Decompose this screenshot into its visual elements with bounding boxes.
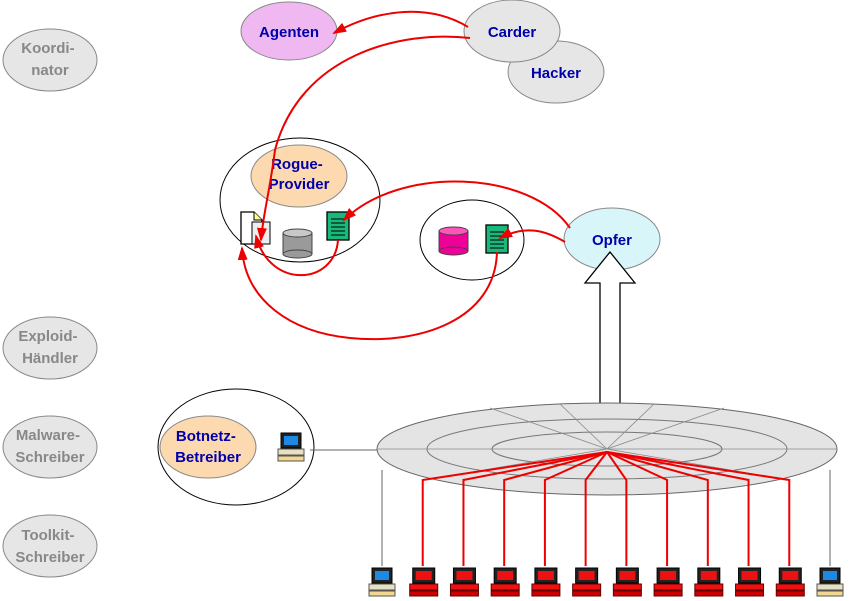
textfile-document-link [254, 234, 339, 276]
infected-link [606, 451, 750, 566]
actor-carder: Carder [463, 0, 561, 63]
svg-text:Malware- Schreiber: Malware- Schreiber [15, 427, 84, 466]
role-exploid-haendler: Exploid- Händler [2, 316, 98, 380]
infected-computer-icon [653, 567, 683, 597]
role-toolkit-line1: Toolkit- [21, 527, 74, 544]
infected-link [606, 451, 669, 566]
infected-link [584, 451, 608, 566]
role-malware-line1: Malware- [16, 427, 80, 444]
botnet-operator-group: Botnetz- Betreiber [157, 388, 315, 506]
role-koordinator-line1: Koordi- [21, 40, 74, 57]
role-koordinator-line2: nator [31, 62, 69, 79]
infected-computer-icon [490, 567, 520, 597]
infected-computer-icon [694, 567, 724, 597]
database-icon [438, 226, 469, 256]
infected-computer-icon [612, 567, 642, 597]
text-file-icon [326, 211, 350, 241]
rogue-provider-line2: Provider [269, 176, 330, 193]
carder-label: Carder [488, 24, 537, 41]
botnetz-line2: Betreiber [175, 449, 241, 466]
actor-opfer: Opfer [563, 207, 661, 271]
role-exploid-line2: Händler [22, 350, 78, 367]
infected-link [503, 451, 608, 566]
rogue-provider-line1: Rogue- [271, 156, 323, 173]
hacker-label: Hacker [531, 65, 581, 82]
role-exploid-line1: Exploid- [18, 328, 77, 345]
botnet-disc [310, 402, 838, 496]
clean-computer-icon [368, 567, 396, 597]
botnetz-line1: Botnetz- [176, 428, 236, 445]
role-malware-schreiber: Malware- Schreiber [2, 415, 98, 479]
infected-link [421, 451, 608, 566]
clean-computer-icon [816, 567, 844, 597]
infected-link [606, 451, 628, 566]
infected-link [606, 451, 709, 566]
infected-link [462, 451, 608, 566]
infected-link [543, 451, 608, 566]
text-file-icon [485, 224, 509, 254]
role-koordinator: Koordi- nator [2, 28, 98, 92]
victim-document-link [237, 246, 498, 341]
opfer-label: Opfer [592, 232, 632, 249]
actor-agenten: Agenten [240, 1, 338, 61]
operator-computer-icon [277, 432, 305, 462]
botnet-links [381, 451, 831, 566]
role-malware-line2: Schreiber [15, 449, 84, 466]
role-toolkit-schreiber: Toolkit- Schreiber [2, 514, 98, 578]
botnet-machines [368, 567, 844, 597]
red-links [237, 10, 571, 341]
rogue-provider-group: Rogue- Provider [219, 137, 381, 263]
svg-text:Botnetz- Betreiber: Botnetz- Betreiber [175, 428, 241, 466]
carder-agenten-link [332, 10, 469, 34]
infected-computer-icon [409, 567, 439, 597]
svg-text:Exploid- Händler: Exploid- Händler [18, 328, 81, 367]
role-toolkit-line2: Schreiber [15, 549, 84, 566]
carder-rogue-link [256, 35, 471, 242]
victim-storage-group [419, 199, 525, 281]
opfer-victim-link [498, 228, 566, 243]
agenten-label: Agenten [259, 24, 319, 41]
infected-computer-icon [531, 567, 561, 597]
infected-link [606, 451, 791, 566]
svg-text:Toolkit- Schreiber: Toolkit- Schreiber [15, 527, 84, 566]
infected-computer-icon [572, 567, 602, 597]
database-icon [282, 228, 313, 259]
infected-computer-icon [775, 567, 805, 597]
infected-computer-icon [449, 567, 479, 597]
opfer-rogue-link [342, 180, 571, 229]
svg-text:Rogue- Provider: Rogue- Provider [269, 156, 330, 193]
svg-text:Koordi- nator: Koordi- nator [21, 40, 79, 79]
infected-computer-icon [735, 567, 765, 597]
